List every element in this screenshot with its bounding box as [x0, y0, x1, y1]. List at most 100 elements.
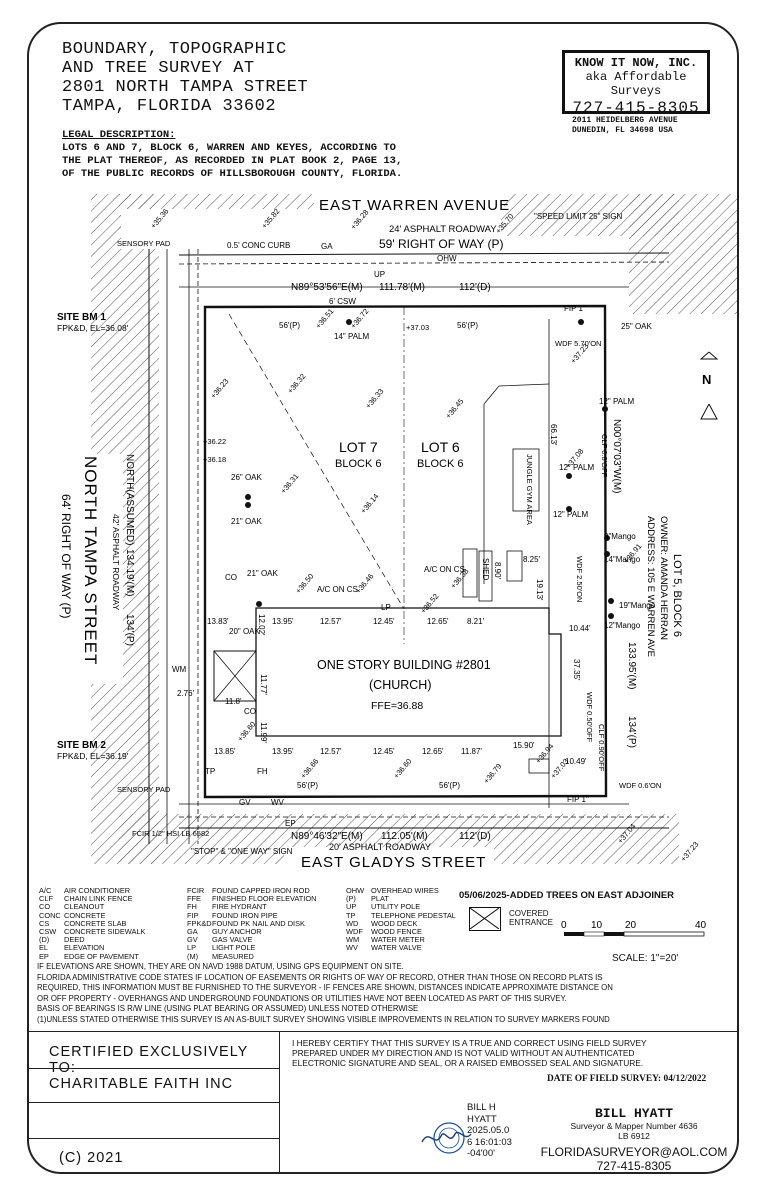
gas-valve-label: GV — [239, 798, 251, 807]
legend-abbr: WV — [346, 943, 358, 953]
dim-11-87: 11.87' — [461, 747, 482, 756]
survey-title: BOUNDARY, TOPOGRAPHIC AND TREE SURVEY AT… — [62, 40, 308, 116]
legal-heading: LEGAL DESCRIPTION: — [62, 129, 176, 141]
legend-desc: WOOD FENCE — [371, 927, 422, 937]
certification-statement: I HEREBY CERTIFY THAT THIS SURVEY IS A T… — [292, 1038, 647, 1068]
legend-desc: WOOD DECK — [371, 918, 418, 928]
field-survey-date: DATE OF FIELD SURVEY: 04/12/2022 — [547, 1074, 707, 1084]
cleanout-label-1: CO — [225, 573, 237, 582]
legend-abbr: (M) — [187, 951, 199, 961]
dim-10-49: 10.49' — [565, 757, 587, 766]
legend-row: FPK&DFOUND PK NAIL AND DISK — [187, 919, 316, 928]
company-address-line: 2011 HEIDELBERG AVENUE — [572, 116, 678, 125]
wdf-note-1: WDF 5.70'ON — [555, 339, 601, 348]
legend-abbr: WD — [346, 918, 359, 928]
company-stamp: KNOW IT NOW, INC. aka Affordable Surveys… — [562, 50, 710, 117]
north-edge-of-pavement — [178, 252, 670, 256]
iron-pipe-north: FIP 1" — [564, 304, 586, 313]
sidewalk-label: 6' CSW — [329, 297, 356, 306]
oak21b-label: 21" OAK — [247, 569, 279, 578]
lot6-label: LOT 6 — [421, 439, 460, 455]
site-bm1: SITE BM 1 — [57, 312, 106, 323]
dim-11-77: 11.77' — [259, 674, 268, 695]
ohw-label: OHW — [437, 254, 457, 263]
dim-19-13: 19.13' — [535, 579, 544, 601]
mango9-label: 9"Mango — [604, 532, 636, 541]
surveyor-name: BILL HYATT — [594, 1106, 673, 1121]
legend-abbr: CLF — [39, 894, 53, 904]
svg-text:N: N — [702, 372, 711, 387]
legend-desc: FINISHED FLOOR ELEVATION — [212, 894, 317, 904]
dim-2-76: 2.76' — [177, 689, 195, 698]
elev: +36.50 — [294, 572, 316, 596]
dim-8-90: 8.90' — [493, 562, 502, 580]
elev: +36.51 — [314, 307, 336, 331]
legal-line: THE PLAT THEREOF, AS RECORDED IN PLAT BO… — [62, 155, 403, 167]
dim-56p-s2: 56'(P) — [439, 781, 460, 790]
elev: +37.03 — [406, 323, 429, 332]
lot7-block: BLOCK 6 — [335, 458, 381, 470]
elev: +37.03 — [549, 757, 571, 781]
elev: +37.23 — [679, 840, 701, 864]
dim-8-25: 8.25' — [523, 555, 541, 564]
wood-fence-north — [483, 383, 550, 405]
title-line: AND TREE SURVEY AT — [62, 59, 255, 78]
dim-56p-s1: 56'(P) — [297, 781, 318, 790]
legend-abbr: OHW — [346, 886, 365, 895]
scale-tick: 0 — [561, 920, 567, 931]
east-corner-hatch — [629, 194, 737, 314]
cert-line: PREPARED UNDER MY DIRECTION AND IS NOT V… — [292, 1048, 635, 1058]
light-pole-label: LP — [381, 603, 391, 612]
wdf-note-3: WDF 0.50'OFF — [585, 692, 594, 743]
south-roadway: 20' ASPHALT ROADWAY — [329, 842, 431, 852]
elev: +36.60 — [236, 720, 258, 744]
water-valve-label: WV — [271, 798, 285, 807]
title-line: TAMPA, FLORIDA 33602 — [62, 97, 277, 116]
note-line: IF ELEVATIONS ARE SHOWN, THEY ARE ON NAV… — [37, 962, 404, 971]
digital-signature-text: BILL H HYATT 2025.05.0 6 16:01:03 -04'00… — [467, 1102, 512, 1160]
north-distance-d: 112'(D) — [459, 282, 491, 293]
digital-signature-seal-icon — [421, 1122, 472, 1154]
sensory-pad-south: SENSORY PAD — [117, 785, 171, 794]
surveyor-title: Surveyor & Mapper Number 4636 — [570, 1121, 698, 1131]
edge-pavement-label: EP — [285, 819, 296, 828]
legend-row: (M)MEASURED — [187, 951, 316, 961]
surveyor-lb: LB 6912 — [618, 1131, 650, 1141]
covered-entrance-legend-icon — [469, 907, 501, 931]
survey-notes: IF ELEVATIONS ARE SHOWN, THEY ARE ON NAV… — [37, 962, 637, 1026]
scale-tick: 20 — [625, 920, 637, 931]
legend-desc: FOUND CAPPED IRON ROD — [212, 886, 310, 895]
legend-abbr: UP — [346, 902, 357, 912]
north-row: 59' RIGHT OF WAY (P) — [379, 237, 504, 251]
dim-12-45-s: 12.45' — [373, 747, 395, 756]
signature-line: HYATT — [467, 1113, 497, 1125]
legend-abbr: EP — [39, 951, 49, 961]
adjoiner-owner: OWNER: AMANDA HERRAN — [658, 516, 669, 640]
lot7-label: LOT 7 — [339, 439, 378, 455]
signature-line: 6 16:01:03 — [467, 1136, 512, 1148]
legend-abbr: EL — [39, 943, 49, 953]
south-distance-d: 112'(D) — [459, 831, 491, 842]
palm12a-label: 12" PALM — [599, 397, 634, 406]
building-ffe: FFE=36.88 — [371, 700, 423, 712]
overhead-wire-diagonal — [228, 313, 405, 610]
elev: +36.31 — [279, 472, 301, 496]
elev: +36.72 — [349, 307, 371, 331]
elev: +36.23 — [209, 377, 231, 401]
dim-13-95-s: 13.95' — [272, 747, 294, 756]
legend-abbr: CSW — [39, 927, 57, 937]
north-arrow-icon: N — [699, 351, 719, 420]
legend-desc: PLAT — [371, 894, 389, 904]
building-use: (CHURCH) — [369, 678, 432, 692]
legend-desc: CONCRETE SIDEWALK — [64, 927, 146, 937]
fire-hydrant-label: FH — [257, 767, 268, 776]
elev: +36.79 — [482, 762, 504, 786]
elev: +36.52 — [419, 592, 441, 616]
